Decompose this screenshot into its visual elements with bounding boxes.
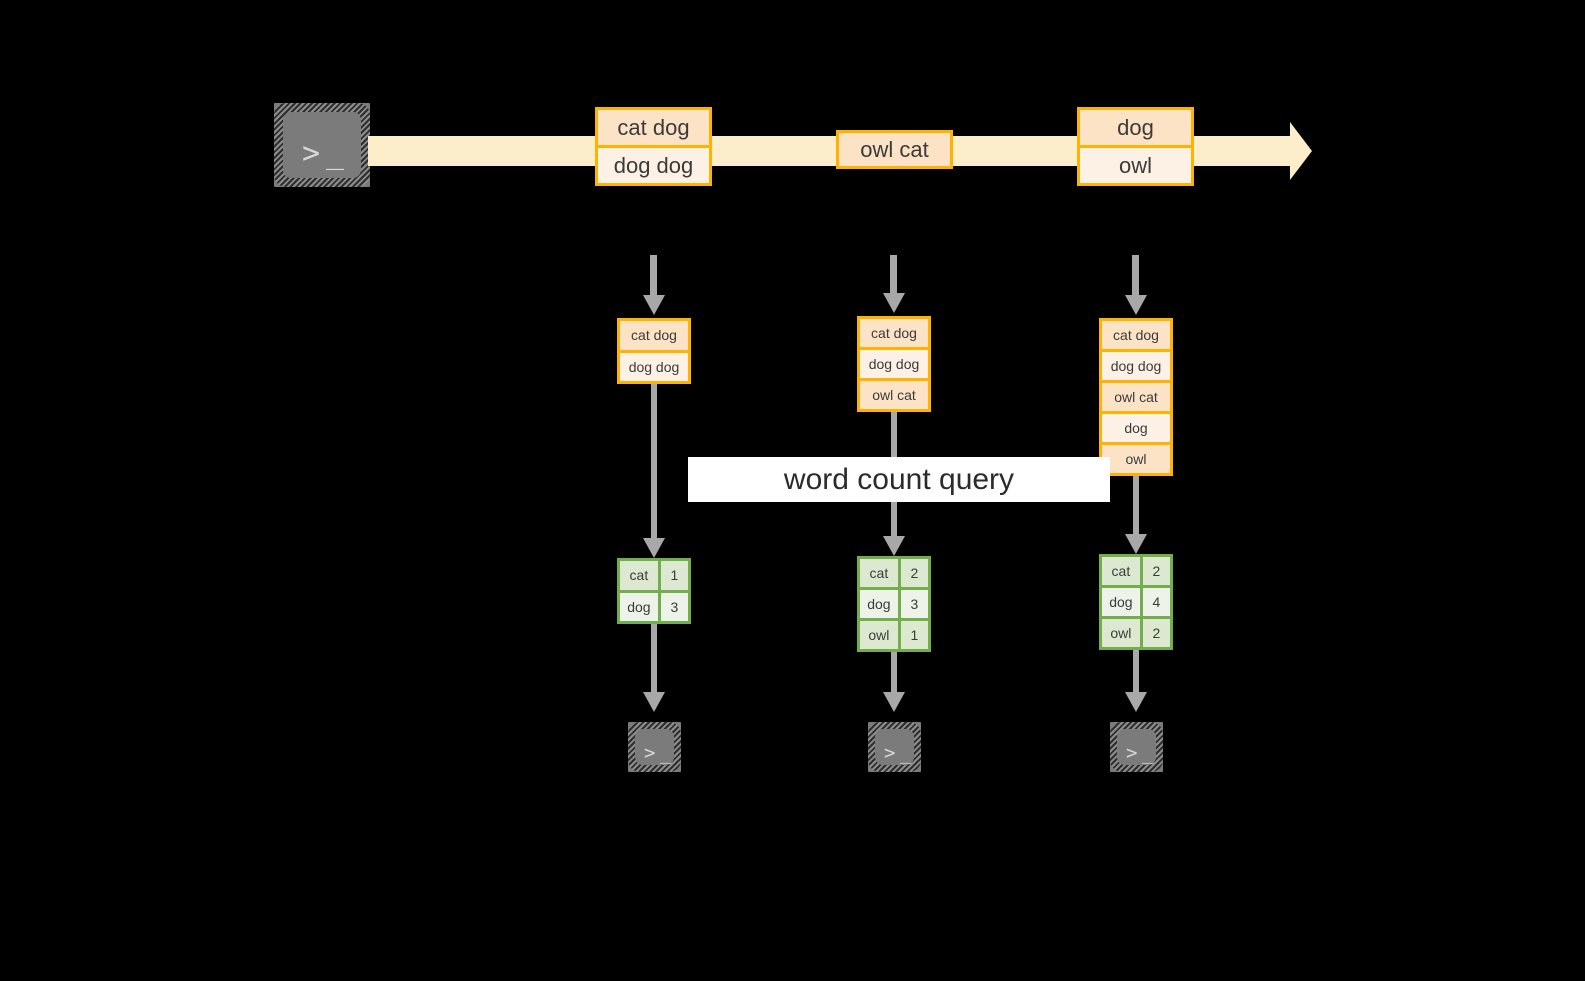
feed-connector-column-2 — [890, 285, 897, 295]
feed-connector-column-3 — [1132, 255, 1139, 285]
prompt-glyph: > — [1126, 742, 1138, 764]
result-word: cat — [860, 559, 901, 587]
result-count: 1 — [900, 621, 928, 649]
sink-arrowhead-column-2 — [883, 692, 905, 712]
prompt-glyph: > — [644, 742, 656, 764]
cursor-glyph: _ — [1142, 742, 1154, 764]
stream-batch-2[interactable]: owl cat — [836, 130, 953, 169]
query-arrowhead-column-1 — [643, 538, 665, 558]
result-word: dog — [1102, 588, 1143, 616]
input-table-row: owl cat — [860, 378, 928, 409]
terminal-face — [635, 729, 674, 765]
stream-batch-3-row: owl — [1080, 145, 1191, 183]
sink-arrowhead-column-1 — [643, 692, 665, 712]
prompt-glyph: > — [302, 136, 321, 171]
query-label: word count query — [688, 457, 1110, 502]
input-table-row: cat dog — [620, 321, 688, 350]
result-table-row: cat 2 — [1102, 557, 1170, 585]
result-count: 3 — [660, 592, 688, 621]
stream-batch-2-row: owl cat — [839, 133, 950, 166]
sink-connector-column-3 — [1133, 650, 1139, 696]
terminal-face — [1117, 729, 1156, 765]
result-word: dog — [860, 590, 901, 618]
feed-arrowhead-column-1 — [643, 295, 665, 315]
feed-arrowhead-column-2 — [883, 293, 905, 313]
query-arrowhead-column-3 — [1125, 534, 1147, 554]
terminal-face — [875, 729, 914, 765]
feed-connector-column-1 — [650, 255, 657, 285]
query-connector-column-1 — [651, 384, 657, 542]
result-count: 2 — [900, 559, 928, 587]
stream-batch-1[interactable]: cat dog dog dog — [595, 107, 712, 186]
result-count: 3 — [900, 590, 928, 618]
input-table-row: cat dog — [1102, 321, 1170, 349]
input-table-row: dog dog — [620, 349, 688, 381]
cursor-glyph: _ — [900, 742, 912, 764]
result-word: cat — [1102, 557, 1143, 585]
input-table-row: dog dog — [1102, 349, 1170, 380]
stream-batch-1-row: cat dog — [598, 110, 709, 145]
stream-batch-3-row: dog — [1080, 110, 1191, 145]
result-table-column-3[interactable]: cat 2 dog 4 owl 2 — [1099, 554, 1173, 650]
sink-terminal-icon-column-2: > _ — [859, 713, 930, 781]
result-word: owl — [860, 621, 901, 649]
result-table-row: owl 2 — [1102, 616, 1170, 647]
input-table-row: owl — [1102, 442, 1170, 473]
input-table-column-1[interactable]: cat dog dog dog — [617, 318, 691, 384]
result-table-row: dog 3 — [860, 587, 928, 618]
input-table-column-2[interactable]: cat dog dog dog owl cat — [857, 316, 931, 412]
result-count: 1 — [660, 561, 688, 590]
result-table-column-1[interactable]: cat 1 dog 3 — [617, 558, 691, 624]
result-count: 2 — [1142, 557, 1170, 585]
result-table-row: dog 3 — [620, 589, 688, 621]
sink-terminal-icon-column-3: > _ — [1101, 713, 1172, 781]
result-table-row: cat 2 — [860, 559, 928, 587]
cursor-glyph: _ — [660, 742, 672, 764]
input-table-row: dog dog — [860, 347, 928, 378]
result-count: 4 — [1142, 588, 1170, 616]
stream-arrowhead — [1290, 122, 1312, 180]
result-word: dog — [620, 592, 661, 621]
result-word: owl — [1102, 619, 1143, 647]
feed-connector-column-2 — [890, 255, 897, 285]
input-table-row: dog — [1102, 411, 1170, 442]
input-table-column-3[interactable]: cat dog dog dog owl cat dog owl — [1099, 318, 1173, 476]
prompt-glyph: > — [884, 742, 896, 764]
sink-connector-column-2 — [891, 652, 897, 696]
sink-connector-column-1 — [651, 624, 657, 696]
input-table-row: cat dog — [860, 319, 928, 347]
query-arrowhead-column-2 — [883, 536, 905, 556]
result-word: cat — [620, 561, 661, 590]
feed-connector-column-1 — [650, 285, 657, 297]
query-connector-column-3 — [1133, 476, 1139, 538]
terminal-face — [283, 112, 361, 178]
sink-arrowhead-column-3 — [1125, 692, 1147, 712]
result-table-row: dog 4 — [1102, 585, 1170, 616]
result-table-column-2[interactable]: cat 2 dog 3 owl 1 — [857, 556, 931, 652]
stream-batch-3[interactable]: dog owl — [1077, 107, 1194, 186]
input-table-row: owl cat — [1102, 380, 1170, 411]
stream-batch-1-row: dog dog — [598, 145, 709, 183]
feed-arrowhead-column-3 — [1125, 295, 1147, 315]
result-table-row: cat 1 — [620, 561, 688, 590]
sink-terminal-icon-column-1: > _ — [619, 713, 690, 781]
result-table-row: owl 1 — [860, 618, 928, 649]
result-count: 2 — [1142, 619, 1170, 647]
source-terminal-icon: > _ — [265, 94, 379, 196]
feed-connector-column-3 — [1132, 285, 1139, 297]
cursor-glyph: _ — [326, 136, 345, 171]
